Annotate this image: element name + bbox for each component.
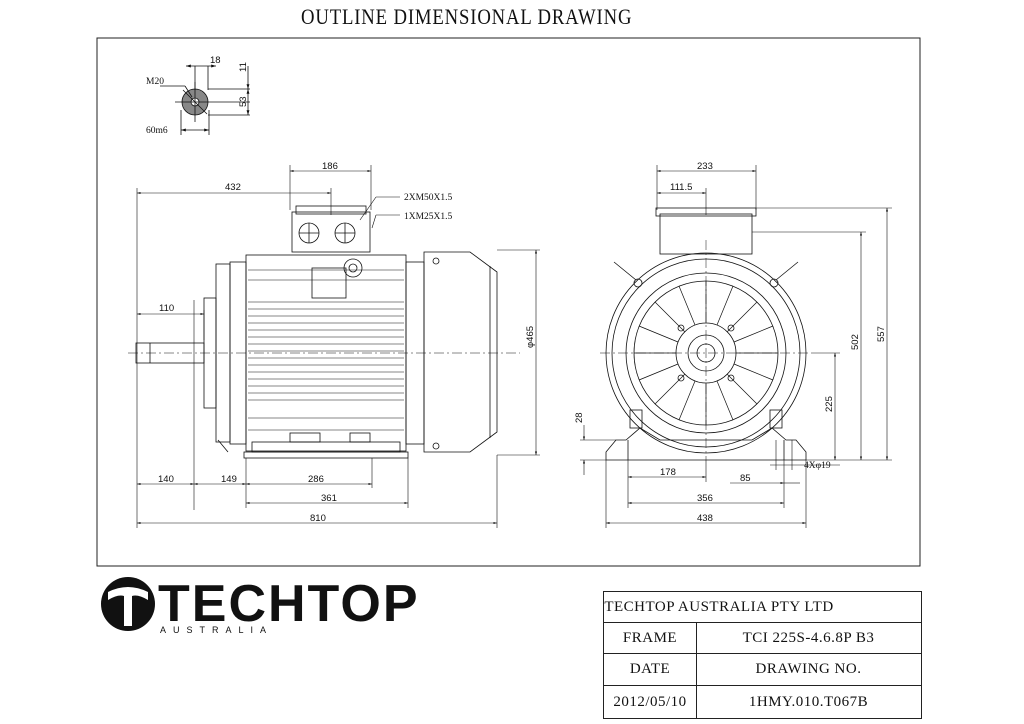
drawing-no-value: 1HMY.010.T067B [748,693,869,710]
dim-111-5: 111.5 [670,182,692,193]
frame-label: FRAME [622,629,678,646]
company-name: TECHTOP AUSTRALIA PTY LTD [604,598,834,615]
title-block-date-row: DATE DRAWING NO. [604,654,921,686]
frame-value: TCI 225S-4.6.8P B3 [742,629,875,646]
logo-brand: TECHTOP [158,575,420,633]
dim-432: 432 [225,182,241,193]
date-label: DATE [629,661,671,677]
title-block-company-row: TECHTOP AUSTRALIA PTY LTD [604,592,921,623]
dim-18: 18 [210,55,221,66]
end-view-dimensions [580,165,892,528]
motor-side-view [128,205,520,459]
drawing-title: OUTLINE DIMENSIONAL DRAWING [300,4,633,29]
dim-810: 810 [310,513,326,524]
dim-110: 110 [159,303,174,314]
dim-53: 53 [238,96,249,107]
dim-4x-phi19: 4Xφ19 [804,461,831,471]
label-gland-1xm25: 1XM25X1.5 [404,212,453,222]
techtop-logo-icon [101,577,155,631]
label-m20: M20 [146,77,164,87]
dim-140: 140 [158,474,174,485]
motor-end-view [600,207,812,461]
dim-286: 286 [308,474,324,485]
title-block-divider [696,623,697,718]
dim-186: 186 [322,161,338,172]
dim-149: 149 [221,474,237,485]
dim-85: 85 [740,473,751,484]
logo-subtitle: AUSTRALIA [160,625,274,635]
dim-438: 438 [697,513,713,524]
dim-178: 178 [660,467,676,478]
dim-11: 11 [238,62,249,72]
label-gland-2xm50: 2XM50X1.5 [404,193,453,203]
dim-356: 356 [697,493,713,504]
side-view-dimensions [136,165,540,528]
title-block-value-row: 2012/05/10 1HMY.010.T067B [604,686,921,718]
dim-60m6: 60m6 [146,126,168,136]
drawing-frame [96,37,921,567]
title-block-frame-row: FRAME TCI 225S-4.6.8P B3 [604,623,921,654]
drawing-no-label: DRAWING NO. [755,661,862,677]
date-value: 2012/05/10 [613,693,687,710]
title-block: TECHTOP AUSTRALIA PTY LTD FRAME TCI 225S… [603,591,922,719]
shaft-end-detail [160,64,250,135]
dim-502: 502 [850,334,861,350]
dim-225: 225 [824,396,835,412]
dim-361: 361 [321,493,337,504]
dim-phi465: φ465 [525,326,536,348]
dim-28: 28 [574,412,585,423]
dim-557: 557 [876,326,887,342]
dim-233: 233 [697,161,713,172]
